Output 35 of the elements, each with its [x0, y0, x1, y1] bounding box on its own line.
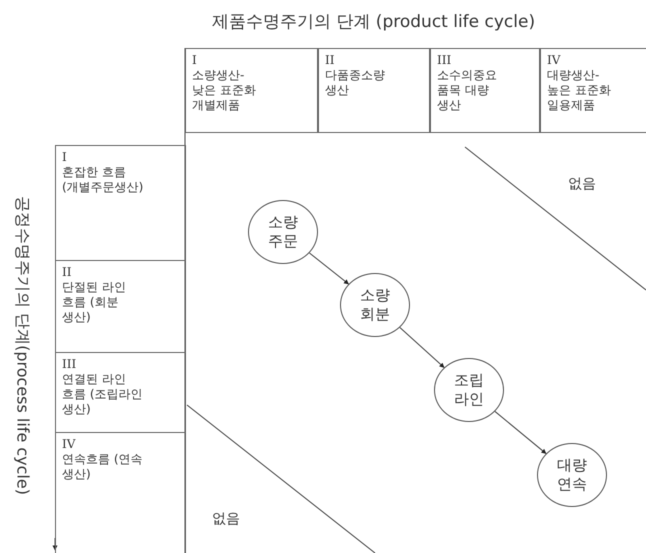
stage-description: 연속흐름 (연속 생산) — [62, 452, 144, 482]
stage-description: 소수의중요 품목 대량 생산 — [437, 68, 498, 113]
stage-description: 혼잡한 흐름 (개별주문생산) — [62, 165, 144, 195]
stage-description: 단절된 라인 흐름 (회분 생산) — [62, 280, 127, 325]
process-circle: 대량 연속 — [537, 443, 607, 507]
stage-description: 소량생산- 낮은 표준화 개별제품 — [192, 68, 257, 113]
stage-numeral: III — [437, 53, 452, 68]
arrow — [399, 327, 445, 368]
region-label: 없음 — [568, 175, 596, 193]
stage-numeral: IV — [547, 53, 562, 68]
axis-label: 공정수명주기의 단계(process life cycle) — [12, 195, 32, 497]
column-header-cell — [185, 48, 318, 133]
stage-numeral: I — [192, 53, 198, 68]
arrow — [494, 410, 547, 454]
stage-description: 대량생산- 높은 표준화 일용제품 — [547, 68, 612, 113]
column-header-cell — [540, 48, 646, 133]
column-header-cell — [318, 48, 430, 133]
stage-numeral: I — [62, 150, 68, 165]
arrow — [308, 252, 350, 285]
row-header-cell — [55, 260, 186, 353]
row-header-cell — [55, 145, 186, 261]
stage-description: 연결된 라인 흐름 (조립라인 생산) — [62, 372, 144, 417]
stage-numeral: III — [62, 357, 78, 372]
stage-numeral: IV — [62, 437, 76, 452]
row-header-cell — [55, 352, 186, 433]
chart-title: 제품수명주기의 단계 (product life cycle) — [212, 11, 536, 33]
process-circle: 소량 회분 — [340, 273, 410, 337]
process-circle: 조립 라인 — [434, 358, 504, 422]
stage-numeral: II — [62, 265, 72, 280]
row-header-cell — [55, 432, 186, 553]
process-circle: 소량 주문 — [248, 200, 318, 264]
column-header-cell — [430, 48, 540, 133]
stage-description: 다품종소량 생산 — [325, 68, 386, 98]
region-label: 없음 — [212, 510, 240, 528]
stage-numeral: II — [325, 53, 336, 68]
